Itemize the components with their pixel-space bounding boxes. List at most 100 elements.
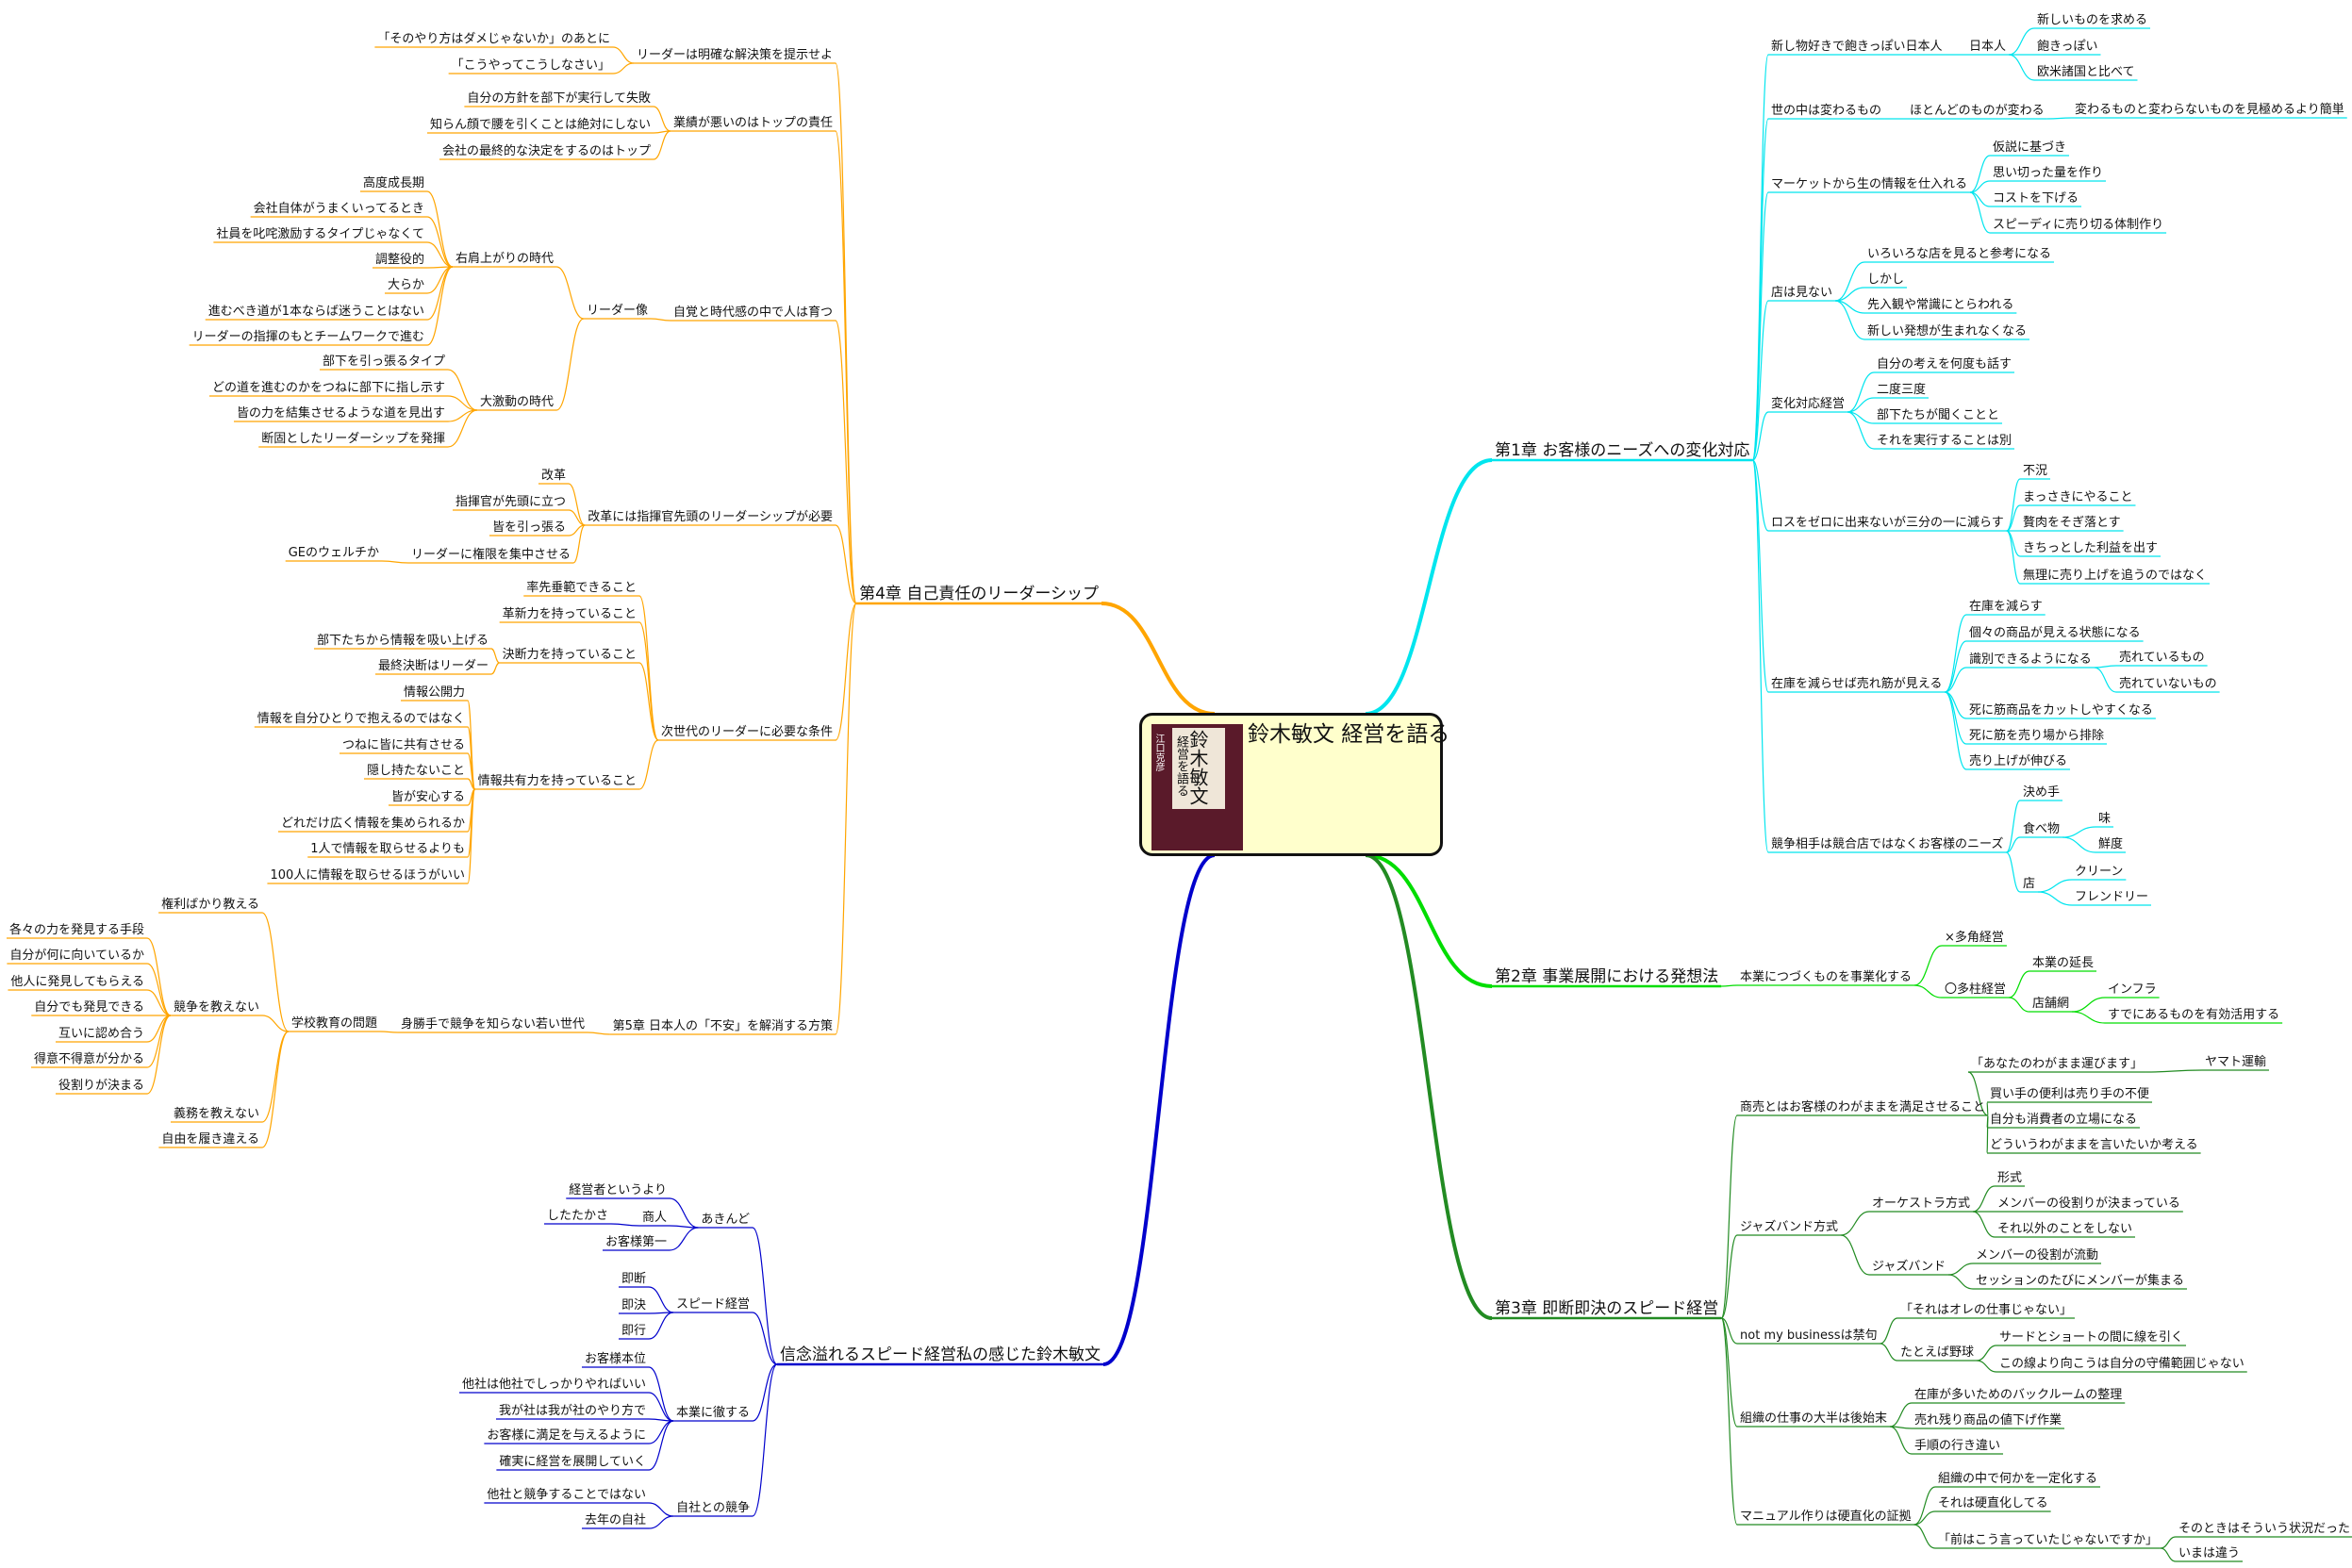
topic-node[interactable]: ジャズバンド方式 bbox=[1740, 1220, 1839, 1234]
topic-node[interactable]: 組織の中で何かを一定化する bbox=[1938, 1472, 2098, 1486]
topic-node[interactable]: たとえば野球 bbox=[1900, 1345, 1975, 1360]
topic-node[interactable]: 役割りが決まる bbox=[58, 1079, 144, 1093]
topic-node[interactable]: 次世代のリーダーに必要な条件 bbox=[660, 725, 833, 739]
topic-node[interactable]: 先入観や常識にとらわれる bbox=[1867, 298, 2014, 312]
topic-node[interactable]: 思い切った量を作り bbox=[1993, 166, 2104, 180]
topic-node[interactable]: そのときはそういう状況だった bbox=[2178, 1522, 2351, 1536]
topic-node[interactable]: 義務を教えない bbox=[173, 1107, 259, 1121]
topic-node[interactable]: 味 bbox=[2098, 812, 2112, 826]
topic-node[interactable]: 業績が悪いのはトップの責任 bbox=[672, 116, 833, 130]
topic-node[interactable]: 競争を教えない bbox=[173, 1000, 259, 1015]
topic-node[interactable]: 店は見ない bbox=[1771, 286, 1833, 300]
topic-node[interactable]: 在庫を減らせば売れ筋が見える bbox=[1771, 677, 1943, 691]
topic-node[interactable]: 「それはオレの仕事じゃない」 bbox=[1900, 1303, 2073, 1317]
topic-node[interactable]: 各々の力を発見する手段 bbox=[8, 923, 144, 937]
topic-node[interactable]: メンバーの役割が流動 bbox=[1976, 1248, 2099, 1263]
topic-node[interactable]: 革新力を持っていること bbox=[502, 607, 637, 621]
topic-node[interactable]: 部下たちから情報を吸い上げる bbox=[316, 634, 489, 648]
topic-node[interactable]: 識別できるようになる bbox=[1969, 652, 2092, 667]
topic-node[interactable]: 進むべき道が1本ならば迷うことはない bbox=[207, 305, 424, 319]
topic-node[interactable]: つねに皆に共有させる bbox=[341, 738, 465, 752]
topic-node[interactable]: not my businessは禁句 bbox=[1740, 1329, 1878, 1343]
topic-node[interactable]: 他社は他社でしっかりやればいい bbox=[461, 1378, 646, 1392]
topic-node[interactable]: リーダー像 bbox=[586, 304, 648, 318]
topic-node[interactable]: 売れ残り商品の値下げ作業 bbox=[1914, 1413, 2062, 1428]
topic-node[interactable]: 他人に発見してもらえる bbox=[10, 975, 144, 989]
topic-node[interactable]: 新しい発想が生まれなくなる bbox=[1867, 324, 2028, 338]
topic-node[interactable]: 世の中は変わるもの bbox=[1771, 104, 1882, 118]
topic-node[interactable]: 学校教育の問題 bbox=[290, 1016, 377, 1031]
topic-node[interactable]: ほとんどのものが変わる bbox=[1910, 104, 2045, 118]
topic-node[interactable]: 部下を引っ張るタイプ bbox=[322, 355, 445, 369]
topic-node[interactable]: 去年の自社 bbox=[584, 1513, 646, 1527]
topic-node[interactable]: 在庫を減らす bbox=[1969, 600, 2043, 614]
topic-node[interactable]: 新しいものを求める bbox=[2037, 13, 2148, 27]
topic-node[interactable]: スピーディに売り切る体制作り bbox=[1993, 218, 2164, 232]
topic-node[interactable]: スピード経営 bbox=[675, 1297, 750, 1312]
topic-node[interactable]: ジャズバンド bbox=[1872, 1260, 1946, 1274]
topic-node[interactable]: 店舗網 bbox=[2032, 997, 2070, 1011]
topic-node[interactable]: 飽きっぽい bbox=[2037, 40, 2098, 54]
topic-node[interactable]: 本業につづくものを事業化する bbox=[1740, 970, 1913, 984]
topic-node[interactable]: 1人で情報を取らせるよりも bbox=[310, 842, 465, 856]
topic-node[interactable]: 最終決断はリーダー bbox=[377, 659, 489, 673]
topic-node[interactable]: いまは違う bbox=[2178, 1546, 2241, 1560]
topic-node[interactable]: 社員を叱咤激励するタイプじゃなくて bbox=[216, 227, 424, 241]
topic-node[interactable]: 買い手の便利は売り手の不便 bbox=[1990, 1087, 2150, 1101]
topic-node[interactable]: 情報共有力を持っていること bbox=[477, 774, 637, 788]
chapter-topic[interactable]: 信念溢れるスピード経営私の感じた鈴木敏文 bbox=[780, 1345, 1101, 1364]
topic-node[interactable]: 他社と競争することではない bbox=[487, 1488, 646, 1502]
topic-node[interactable]: 確実に経営を展開していく bbox=[499, 1455, 646, 1469]
central-topic[interactable]: 鈴木敏文 経営を語る 江口克彦 鈴木敏文 経営を語る bbox=[1139, 713, 1449, 856]
topic-node[interactable]: 即断 bbox=[621, 1272, 646, 1286]
topic-node[interactable]: 決め手 bbox=[2023, 785, 2061, 800]
topic-node[interactable]: きちっとした利益を出す bbox=[2023, 541, 2159, 555]
topic-node[interactable]: GEのウェルチか bbox=[288, 546, 379, 560]
topic-node[interactable]: 「前はこう言っていたじゃないですか」 bbox=[1938, 1533, 2158, 1547]
topic-node[interactable]: マニュアル作りは硬直化の証拠 bbox=[1740, 1510, 1912, 1524]
topic-node[interactable]: 高度成長期 bbox=[362, 176, 424, 190]
topic-node[interactable]: 断固としたリーダーシップを発揮 bbox=[261, 432, 445, 446]
topic-node[interactable]: 競争相手は競合店ではなくお客様のニーズ bbox=[1771, 837, 2004, 851]
topic-node[interactable]: リーダーは明確な解決策を提示せよ bbox=[636, 48, 833, 62]
topic-node[interactable]: 自分の方針を部下が実行して失敗 bbox=[467, 91, 651, 106]
topic-node[interactable]: 死に筋を売り場から排除 bbox=[1969, 729, 2105, 743]
topic-node[interactable]: 自分の考えを何度も話す bbox=[1877, 357, 2012, 371]
chapter-topic[interactable]: 第2章 事業展開における発想法 bbox=[1495, 967, 1719, 986]
topic-node[interactable]: どの道を進むのかをつねに部下に指し示す bbox=[211, 381, 445, 395]
topic-node[interactable]: 本業に徹する bbox=[675, 1406, 750, 1420]
topic-node[interactable]: 改革には指揮官先頭のリーダーシップが必要 bbox=[588, 510, 833, 524]
topic-node[interactable]: 権利ばかり教える bbox=[161, 898, 259, 912]
topic-node[interactable]: 組織の仕事の大半は後始末 bbox=[1740, 1411, 1888, 1426]
topic-node[interactable]: 決断力を持っていること bbox=[502, 648, 637, 662]
topic-node[interactable]: ヤマト運輸 bbox=[2205, 1055, 2267, 1069]
topic-node[interactable]: 調整役的 bbox=[374, 253, 424, 267]
topic-node[interactable]: 二度三度 bbox=[1877, 383, 1927, 397]
topic-node[interactable]: 改革 bbox=[540, 469, 566, 483]
topic-node[interactable]: 指揮官が先頭に立つ bbox=[455, 495, 566, 509]
topic-node[interactable]: 無理に売り上げを追うのではなく bbox=[2023, 569, 2208, 583]
topic-node[interactable]: インフラ bbox=[2108, 982, 2157, 997]
topic-node[interactable]: 情報を自分ひとりで抱えるのではなく bbox=[257, 712, 465, 726]
chapter-topic[interactable]: 第1章 お客様のニーズへの変化対応 bbox=[1495, 441, 1750, 460]
topic-node[interactable]: 売れていないもの bbox=[2119, 677, 2217, 691]
topic-node[interactable]: マーケットから生の情報を仕入れる bbox=[1771, 177, 1968, 191]
topic-node[interactable]: 自覚と時代感の中で人は育つ bbox=[672, 305, 833, 320]
topic-node[interactable]: 売り上げが伸びる bbox=[1969, 754, 2068, 768]
topic-node[interactable]: フレンドリー bbox=[2075, 890, 2149, 904]
topic-node[interactable]: 自社との競争 bbox=[676, 1501, 750, 1515]
topic-node[interactable]: あきんど bbox=[701, 1213, 750, 1227]
topic-node[interactable]: 皆が安心する bbox=[390, 790, 465, 804]
topic-node[interactable]: 本業の延長 bbox=[2032, 956, 2095, 970]
topic-node[interactable]: サードとショートの間に線を引く bbox=[1999, 1330, 2184, 1345]
topic-node[interactable]: しかし bbox=[1867, 272, 1905, 287]
topic-node[interactable]: 得意不得意が分かる bbox=[33, 1052, 144, 1066]
topic-node[interactable]: 新し物好きで飽きっぽい日本人 bbox=[1771, 40, 1943, 54]
topic-node[interactable]: 情報公開力 bbox=[403, 685, 465, 700]
topic-node[interactable]: ×多角経営 bbox=[1945, 931, 2004, 945]
topic-node[interactable]: 自分が何に向いているか bbox=[9, 949, 144, 963]
topic-node[interactable]: リーダーの指揮のもとチームワークで進む bbox=[191, 330, 424, 344]
topic-node[interactable]: 自由を履き違える bbox=[161, 1132, 259, 1147]
topic-node[interactable]: 自分も消費者の立場になる bbox=[1990, 1113, 2138, 1127]
topic-node[interactable]: どういうわがままを言いたいか考える bbox=[1990, 1138, 2198, 1152]
